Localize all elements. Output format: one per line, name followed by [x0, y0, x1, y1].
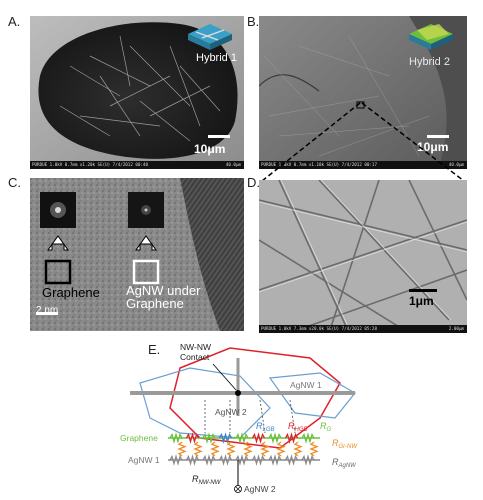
agnw2-bottom-label: AgNW 2	[244, 484, 276, 494]
agnw-under-label: AgNW under Graphene	[126, 283, 201, 311]
scale-bar-a	[208, 135, 230, 138]
graphene-flake-blue-2	[268, 372, 356, 419]
agnw-resistor	[235, 454, 249, 466]
graphene-flake-blue	[139, 367, 271, 439]
agnw-resistor	[251, 454, 266, 466]
sem-image-d: 1μm PURDUE 1.0kV 7.3mm x20.0k SE(U) 7/4/…	[259, 180, 467, 333]
graphene-label-e: Graphene	[120, 433, 158, 443]
panel-b-label: B.	[247, 14, 260, 29]
graphene-flake-red	[169, 347, 341, 449]
graphene-nw-resistor	[276, 441, 286, 457]
scale-bar-b	[427, 135, 449, 138]
agnw1-bottom-label: AgNW 1	[128, 455, 160, 465]
graphene-resistor	[284, 432, 299, 444]
sem-footer-a: PURDUE 1.0kV 0.7mm x1.20k SE(U) 7/4/2012…	[30, 161, 244, 169]
sem-image-a: Hybrid 1 10μm PURDUE 1.0kV 0.7mm x1.20k …	[30, 16, 244, 169]
r-agnw-label: RAgNW	[332, 457, 357, 469]
nw-nw-contact-label-2: Contact	[180, 352, 210, 362]
scale-label-d: 1μm	[409, 294, 434, 308]
circuit-diagram-e: NW-NW Contact AgNW 1 AgNW 2 Graphene AgN…	[120, 342, 358, 494]
agnw-resistor	[202, 454, 216, 466]
tem-image-c-graphic	[30, 178, 244, 331]
panel-c-label: C.	[8, 175, 21, 190]
hybrid-2-label: Hybrid 2	[409, 56, 450, 68]
agnw-resistor	[185, 454, 200, 466]
r-lgb-label: RLGB	[256, 421, 275, 433]
scale-label-a: 10μm	[194, 142, 226, 156]
panel-d-label: D.	[247, 175, 260, 190]
nw-nw-contact-label: NW-NW	[180, 342, 211, 352]
panel-e-label: E.	[148, 342, 161, 357]
graphene-nw-resistor	[193, 441, 203, 457]
graphene-resistor	[301, 432, 315, 444]
sem-image-d-graphic	[259, 180, 467, 333]
graphene-label: Graphene	[42, 285, 100, 300]
agnw-resistor	[301, 454, 315, 466]
graphene-nw-resistor	[177, 441, 187, 457]
graphene-nw-resistor	[226, 441, 236, 457]
graphene-resistor	[268, 432, 282, 444]
graphene-nw-resistor	[309, 441, 319, 457]
sem-footer-d: PURDUE 1.0kV 7.3mm x20.0k SE(U) 7/4/2012…	[259, 325, 467, 333]
graphene-resistor	[235, 432, 249, 444]
agnw1-top-label: AgNW 1	[290, 380, 322, 390]
graphene-nw-resistor	[243, 441, 253, 457]
graphene-resistor	[185, 432, 200, 444]
sem-image-a-graphic	[30, 16, 244, 169]
hybrid-1-label: Hybrid 1	[196, 52, 237, 64]
graphene-nw-resistor	[293, 441, 303, 457]
graphene-nw-resistors	[177, 441, 319, 457]
graphene-resistor	[169, 432, 183, 444]
agnw-resistor	[268, 454, 282, 466]
r-g-label: RG	[320, 421, 332, 433]
agnw-resistor	[284, 454, 299, 466]
agnw-resistor	[218, 454, 233, 466]
agnw2-top-label: AgNW 2	[215, 407, 247, 417]
agnw-resistor-chain	[169, 454, 315, 466]
tem-image-c: Graphene AgNW under Graphene 2 nm	[30, 178, 244, 331]
r-grnw-label: RGr-NW	[332, 438, 358, 450]
agnw-resistor	[169, 454, 183, 466]
graphene-nw-resistor	[210, 441, 220, 457]
graphene-resistor	[251, 432, 266, 444]
scale-label-c: 2 nm	[36, 305, 59, 316]
r-hgb-label: RHGB	[288, 421, 308, 433]
sem-image-b: Hybrid 2 10μm PURDUE 1.0kV 0.7mm x1.10k …	[259, 16, 467, 169]
nw-nw-contact-dot	[235, 390, 241, 396]
r-nwnw-label: RNW-NW	[192, 474, 222, 486]
graphene-resistor-chain	[169, 432, 315, 444]
sem-footer-b: PURDUE 1.0kV 0.7mm x1.10k SE(U) 7/4/2012…	[259, 161, 467, 169]
panel-a-label: A.	[8, 14, 21, 29]
graphene-nw-resistor	[260, 441, 270, 457]
graphene-resistor	[218, 432, 233, 444]
scale-label-b: 10μm	[417, 140, 449, 154]
graphene-resistor	[202, 432, 216, 444]
